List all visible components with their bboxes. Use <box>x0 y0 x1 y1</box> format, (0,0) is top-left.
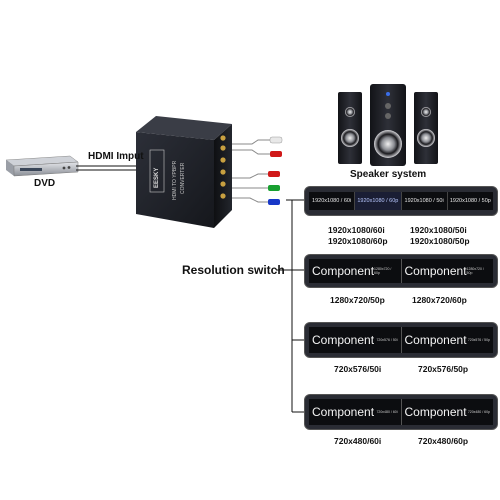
device-model-line1: HDMI TO YPBPR <box>172 160 178 200</box>
caption: 1920x1080/50p <box>410 236 470 246</box>
dvd-label: DVD <box>34 178 56 189</box>
speaker-system-icon <box>338 84 438 166</box>
panel-res: 720x576 / 50p <box>467 338 490 342</box>
caption: 1280x720/50p <box>330 295 385 305</box>
converter-box: EESKY HDMI TO YPBPR CONVERTER <box>136 116 232 228</box>
caption: 1280x720/60p <box>412 295 467 305</box>
screen-1080-strip: 1920x1080 / 60i 1920x1080 / 60p 1920x108… <box>304 186 498 216</box>
panel-title: Component <box>404 405 467 419</box>
rca-cables <box>232 136 283 205</box>
caption: 720x480/60p <box>418 436 469 446</box>
caption: 1920x1080/50i <box>410 225 467 235</box>
resolution-switch-label: Resolution switch <box>182 263 285 277</box>
panel-title: Component <box>312 405 375 419</box>
rca-ports <box>220 135 226 199</box>
speaker-system-label: Speaker system <box>350 169 427 180</box>
panel-res: 720x576 / 50i <box>376 338 398 342</box>
panel-title: Component <box>404 264 467 278</box>
strip-cell: 1920x1080 / 50i <box>402 192 448 210</box>
dvd-player-icon <box>5 155 79 177</box>
panel-title: Component <box>312 264 375 278</box>
caption: 1920x1080/60i <box>328 225 385 235</box>
component-panel: Component 720x576 / 50p <box>402 327 494 353</box>
component-panel: Component 720x480 / 60i <box>309 399 402 425</box>
screen-480: Component 720x480 / 60i Component 720x48… <box>304 394 498 430</box>
panel-res: 720x480 / 60p <box>467 410 490 414</box>
panel-res: 720x480 / 60i <box>376 410 398 414</box>
panel-title: Component <box>404 333 467 347</box>
caption: 1920x1080/60p <box>328 236 388 246</box>
caption: 720x576/50i <box>334 364 382 374</box>
hdmi-input-label: HDMI Imput <box>88 151 144 162</box>
device-brand: EESKY <box>154 168 160 188</box>
screen-576: Component 720x576 / 50i Component 720x57… <box>304 322 498 358</box>
strip-cell: 1920x1080 / 60i <box>309 192 356 210</box>
component-panel: Component 1280x720 / 60p <box>309 259 402 283</box>
component-panel: Component 720x576 / 50i <box>309 327 402 353</box>
strip-cell: 1920x1080 / 60p <box>355 192 402 210</box>
caption: 720x480/60i <box>334 436 382 446</box>
caption: 720x576/50p <box>418 364 469 374</box>
panel-res: 1280x720 / 60p <box>374 267 392 275</box>
device-model-line2: CONVERTER <box>180 162 186 194</box>
strip-cell: 1920x1080 / 50p <box>449 198 491 204</box>
component-panel: Component 720x480 / 60p <box>402 399 494 425</box>
screen-720p: Component 1280x720 / 60p Component 1280x… <box>304 254 498 288</box>
panel-title: Component <box>312 333 375 347</box>
component-panel: Component 1280x720 / 50p <box>402 259 494 283</box>
panel-res: 1280x720 / 50p <box>466 267 484 275</box>
